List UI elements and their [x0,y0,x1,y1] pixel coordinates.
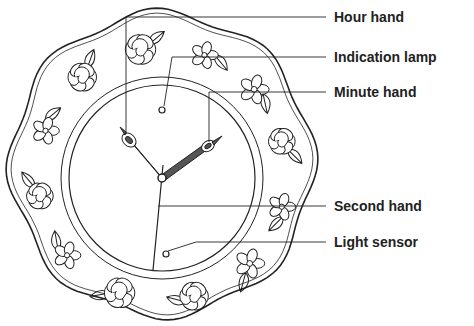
dial-ring [61,77,263,279]
flower-motif [32,116,60,145]
rose-motif [125,32,155,67]
flower-motif [191,41,219,70]
hand-hub [158,174,166,182]
rose-motif [68,61,97,94]
rose-motif [180,280,209,313]
flower-motif [235,248,265,280]
rose-motif [268,126,295,157]
part-label: Hour hand [333,9,405,25]
clock-rim [6,8,318,320]
flower-motif [268,192,296,221]
part-label: Light sensor [333,234,419,250]
minute-hand [160,136,222,181]
part-label: Second hand [333,198,423,214]
flower-motif [239,74,269,106]
rose-motif [27,181,54,212]
indication-lamp [159,107,165,113]
hour-hand [119,127,164,180]
clock-rim-inner [11,13,313,315]
leader-lines [126,17,326,251]
dial [69,85,255,271]
rose-motif [104,275,134,310]
part-label: Indication lamp [333,49,438,65]
flower-motif [53,241,81,270]
light-sensor [163,251,169,257]
part-label: Minute hand [333,84,417,100]
